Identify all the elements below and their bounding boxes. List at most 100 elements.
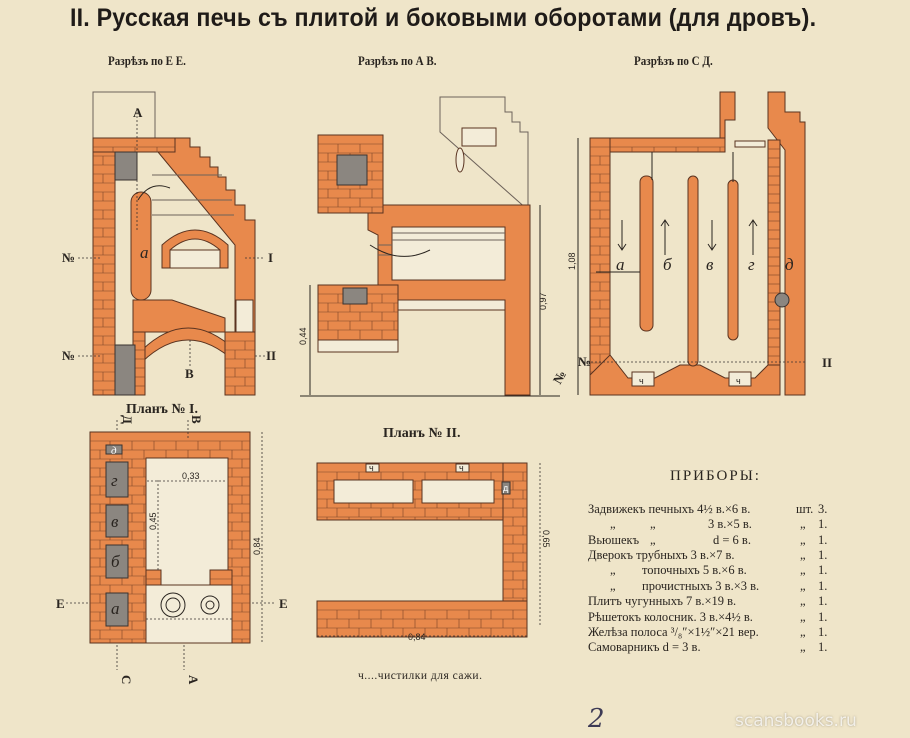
fixture-unit: „ [800, 533, 806, 547]
plan1-channel-v [105, 504, 129, 538]
brick-courses [317, 609, 527, 637]
fixture-count: 1. [818, 548, 828, 562]
plan2-label: Планъ № II. [383, 426, 461, 441]
stepped-wall [156, 137, 256, 396]
fixture-size: d = 6 в. [713, 533, 751, 547]
plan2-channel-d [501, 481, 511, 495]
mark-e-left: Е [56, 596, 65, 611]
dim-065: 0,65 [541, 530, 551, 548]
section-ab-label: Разрѣзъ по А В. [358, 53, 437, 68]
flue-damper [114, 151, 138, 181]
channel-b: б [663, 255, 672, 274]
page-title: II. Русская печь съ плитой и боковыми об… [70, 4, 817, 32]
brick-courses [225, 340, 255, 395]
fixture-count: 1. [818, 610, 828, 624]
mark-no: № [550, 368, 570, 387]
brick-courses [318, 293, 398, 339]
plan1-label-a: а [111, 599, 120, 618]
flue-damper [336, 154, 368, 186]
plan1-drawing: 0,33 0,45 0,84 д г в б а Д В С А Е Е [56, 415, 288, 685]
fixture-ditto: „ [610, 579, 616, 593]
top-slab [92, 137, 184, 153]
fixture-ditto: „ [610, 563, 616, 577]
samovar-vent [774, 292, 790, 308]
handwritten-page-number: 2 [588, 704, 605, 734]
cleanout-2 [728, 371, 752, 387]
plan2-cleanout-1 [365, 463, 380, 473]
oven-mouth [169, 249, 221, 269]
mark-b: В [189, 415, 204, 424]
dim-084: 0,84 [408, 632, 426, 642]
inner-right-wall [767, 139, 781, 396]
plan2-channel-1 [333, 479, 414, 504]
fixture-unit: „ [800, 548, 806, 562]
section-ee-label: Разрѣзъ по Е Е. [108, 53, 186, 68]
channel-g: г [748, 255, 755, 274]
fixture-count: 1. [818, 640, 828, 654]
fixture-text: 3 в.×5 в. [708, 517, 752, 531]
plan1-jamb-right [209, 569, 233, 586]
fixture-text: Желѣза полоса ³/₈″×1½″×21 вер. [588, 625, 759, 639]
channel-a-label: а [140, 243, 149, 262]
fixture-text: Плитъ чугунныхъ 7 в.×19 в. [588, 594, 737, 608]
section-cd-label: Разрѣзъ по С Д. [634, 53, 713, 68]
plan1-label: Планъ № I. [126, 402, 198, 417]
damper-disc [455, 147, 465, 173]
brick-courses [93, 146, 115, 395]
burner-large-ring [165, 597, 181, 613]
channel-d: д [785, 255, 794, 274]
mark-a: А [133, 105, 143, 120]
fixture-text: Дверокъ трубныхъ 3 в.×7 в. [588, 548, 735, 562]
fixture-count: 1. [818, 579, 828, 593]
left-wall [92, 137, 116, 396]
mark-no1-left: № [62, 250, 75, 265]
plan1-label-v: в [111, 512, 119, 531]
fixture-unit: „ [800, 610, 806, 624]
chimney-outline [439, 96, 529, 212]
channel-a: а [616, 255, 625, 274]
mark-c: С [119, 675, 134, 684]
fixture-ditto: „ [610, 517, 616, 531]
fixture-text: топочныхъ 5 в.×6 в. [642, 563, 747, 577]
watermark: scansbooks.ru [735, 711, 857, 731]
burner-small-ring [205, 600, 215, 610]
mark-no1-right: I [268, 250, 273, 265]
fixture-unit: „ [800, 517, 806, 531]
cleanout-1 [631, 371, 655, 387]
plan2-channel-d-label: д [503, 483, 509, 493]
chimney-outline [92, 91, 156, 139]
smoke-arrow [137, 185, 171, 201]
lower-damper [114, 344, 136, 396]
plan1-label-b: б [111, 552, 120, 571]
plan2-cleanout-label-2: ч [459, 463, 464, 473]
flow-arrows [617, 219, 758, 255]
plan1-label-g: г [111, 471, 118, 490]
cleanout-label-2: ч [736, 376, 741, 386]
plan1-channel-a [105, 592, 129, 627]
partition-1 [639, 175, 654, 332]
dim-045: 0,45 [148, 512, 158, 530]
fixture-ditto: „ [650, 517, 656, 531]
fixture-count: 1. [818, 533, 828, 547]
partition-3 [727, 179, 739, 341]
fixture-count: 1. [818, 563, 828, 577]
plan2-drawing: ч ч д 0,65 0,84 [316, 462, 551, 642]
hearth-block [132, 299, 226, 333]
mark-b: В [185, 366, 194, 381]
burner-large-icon [160, 592, 186, 618]
plan2-cleanout-2 [455, 463, 470, 473]
partition-2 [687, 175, 699, 367]
fixture-text: Вьюшекъ [588, 533, 640, 547]
fixture-ditto: „ [650, 533, 656, 547]
plan2-channel-2 [421, 479, 495, 504]
fixture-text: Самоварникъ d = 3 в. [588, 640, 701, 654]
fixture-text: Рѣшетокъ колосник. 3 в.×4½ в. [588, 610, 753, 624]
fixture-count: 1. [818, 594, 828, 608]
fixture-count: 1. [818, 517, 828, 531]
lower-arch [141, 327, 236, 364]
section-cd-drawing: 1,08 а б в г д ч ч № II [567, 91, 832, 396]
dim-033: 0,33 [182, 471, 200, 481]
mark-no-right: II [822, 355, 832, 370]
top-damper [734, 140, 766, 148]
